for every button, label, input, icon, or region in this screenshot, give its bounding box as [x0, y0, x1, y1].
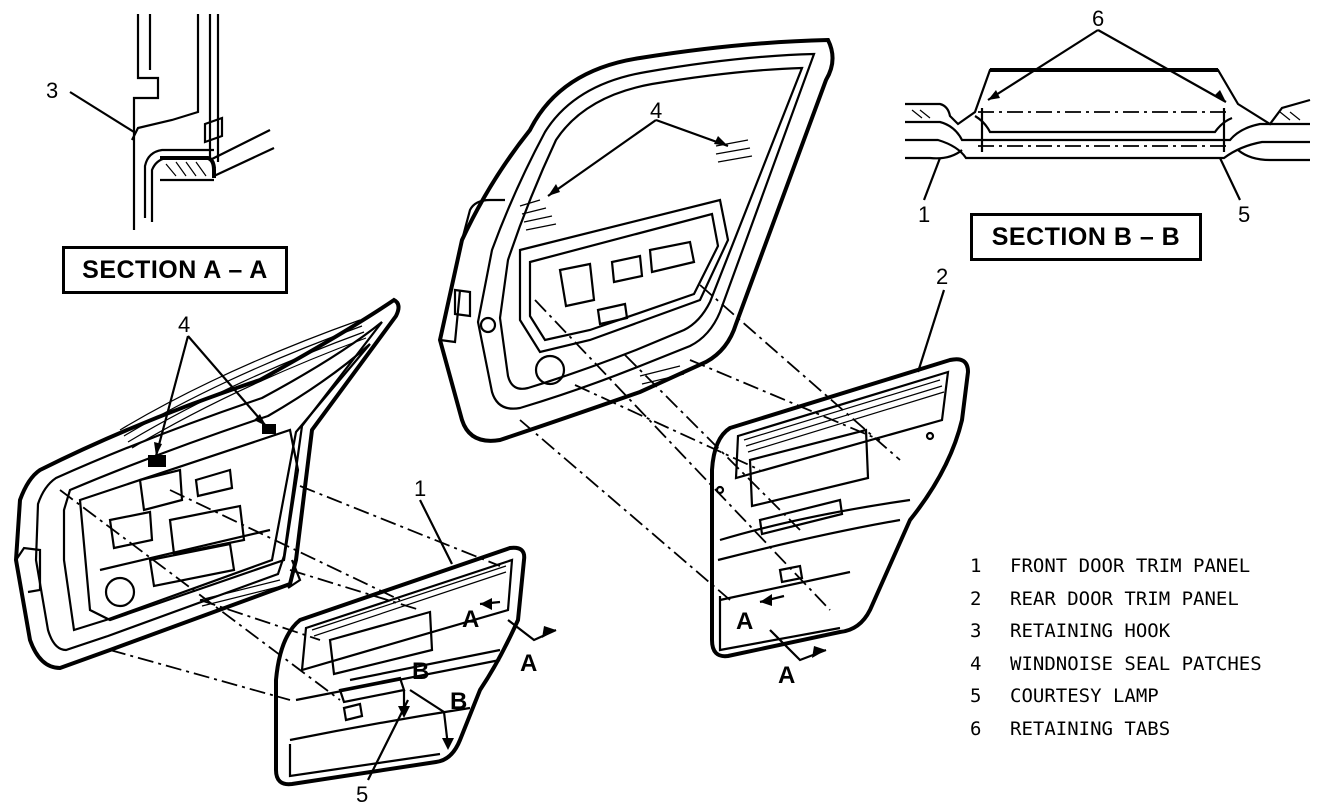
parts-legend: 1 FRONT DOOR TRIM PANEL 2 REAR DOOR TRIM P…: [970, 555, 1330, 750]
callout-5-front-panel: 5: [356, 782, 369, 807]
rear-door-alignment-lines: [519, 284, 901, 611]
legend-number: 6: [970, 717, 982, 740]
rear-door-frame: [437, 37, 835, 443]
legend-item: 1 FRONT DOOR TRIM PANEL: [970, 555, 1330, 588]
view-letter-a-front-arrow: A: [520, 650, 538, 677]
callout-2: 2: [936, 264, 949, 289]
view-letter-a-rear-arrow: A: [778, 662, 796, 689]
legend-item: 2 REAR DOOR TRIM PANEL: [970, 588, 1330, 621]
legend-number: 4: [970, 652, 982, 675]
view-letter-a-front-panel: A: [462, 606, 480, 633]
legend-item: 3 RETAINING HOOK: [970, 620, 1330, 653]
callout-6: 6: [1092, 6, 1105, 31]
legend-item: 6 RETAINING TABS: [970, 718, 1330, 751]
front-door-alignment-lines: [59, 485, 501, 701]
callout-3-section-aa: 3: [46, 78, 59, 103]
legend-number: 5: [970, 685, 982, 707]
legend-label: FRONT DOOR TRIM PANEL: [1010, 555, 1251, 577]
section-b-b-detail: [905, 29, 1311, 201]
legend-label: COURTESY LAMP: [1010, 685, 1159, 707]
legend-number: 3: [970, 620, 982, 642]
callout-1-front-panel: 1: [414, 476, 427, 501]
rear-door-trim-panel: [710, 289, 971, 662]
front-door-trim-panel: [274, 499, 557, 787]
legend-number: 1: [970, 555, 982, 577]
legend-label: RETAINING TABS: [1010, 717, 1171, 740]
legend-number: 2: [970, 587, 982, 610]
section-b-b-label: SECTION B – B: [970, 213, 1202, 261]
legend-label: WINDNOISE SEAL PATCHES: [1010, 652, 1262, 675]
callout-4-front-door: 4: [178, 312, 191, 337]
callout-1-section-bb: 1: [918, 202, 931, 227]
front-door-frame: [13, 297, 401, 671]
legend-label: RETAINING HOOK: [1010, 620, 1171, 642]
view-letter-a-rear-panel: A: [736, 608, 754, 635]
legend-label: REAR DOOR TRIM PANEL: [1010, 587, 1239, 610]
callout-5-section-bb: 5: [1238, 202, 1251, 227]
view-letter-b-upper: B: [412, 658, 430, 685]
legend-item: 5 COURTESY LAMP: [970, 685, 1330, 718]
section-a-a-detail: [69, 14, 275, 230]
legend-item: 4 WINDNOISE SEAL PATCHES: [970, 653, 1330, 686]
section-a-a-label: SECTION A – A: [62, 246, 288, 294]
callout-4-rear-door: 4: [650, 98, 663, 123]
view-letter-b-lower: B: [450, 688, 468, 715]
